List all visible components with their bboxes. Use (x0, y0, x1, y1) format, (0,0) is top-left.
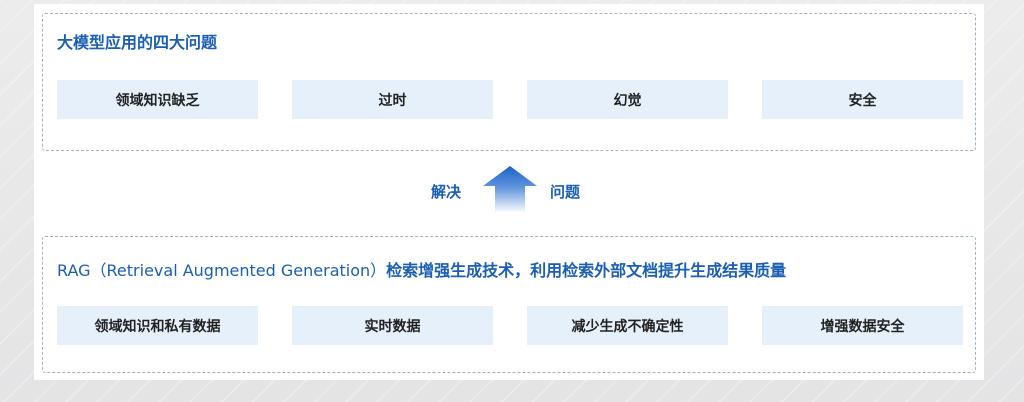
connector: 解决 问题 (34, 159, 984, 221)
up-arrow-icon (483, 166, 537, 213)
solve-label: 解决 (431, 183, 462, 201)
problems-section: 大模型应用的四大问题 领域知识缺乏 过时 幻觉 安全 (42, 13, 976, 151)
problem-card-security: 安全 (762, 80, 963, 119)
problem-label: 问题 (550, 183, 581, 201)
solution-card-private-data: 领域知识和私有数据 (57, 306, 258, 345)
rag-section: RAG（Retrieval Augmented Generation）检索增强生… (42, 236, 976, 373)
solution-card-reduce-uncertainty: 减少生成不确定性 (527, 306, 728, 345)
solution-card-realtime-data: 实时数据 (292, 306, 493, 345)
problem-card-domain-knowledge: 领域知识缺乏 (57, 80, 258, 119)
diagram-panel: 大模型应用的四大问题 领域知识缺乏 过时 幻觉 安全 解决 问题 RAG（Ret… (34, 4, 984, 380)
solution-card-data-security: 增强数据安全 (762, 306, 963, 345)
rag-title: RAG（Retrieval Augmented Generation）检索增强生… (57, 257, 786, 281)
solutions-list: 领域知识和私有数据 实时数据 减少生成不确定性 增强数据安全 (57, 306, 963, 345)
rag-title-cn: 检索增强生成技术，利用检索外部文档提升生成结果质量 (386, 261, 787, 280)
problems-title: 大模型应用的四大问题 (57, 33, 218, 52)
problem-card-outdated: 过时 (292, 80, 493, 119)
problem-card-hallucination: 幻觉 (527, 80, 728, 119)
problems-list: 领域知识缺乏 过时 幻觉 安全 (57, 80, 963, 119)
rag-title-en: RAG（Retrieval Augmented Generation） (57, 261, 387, 280)
